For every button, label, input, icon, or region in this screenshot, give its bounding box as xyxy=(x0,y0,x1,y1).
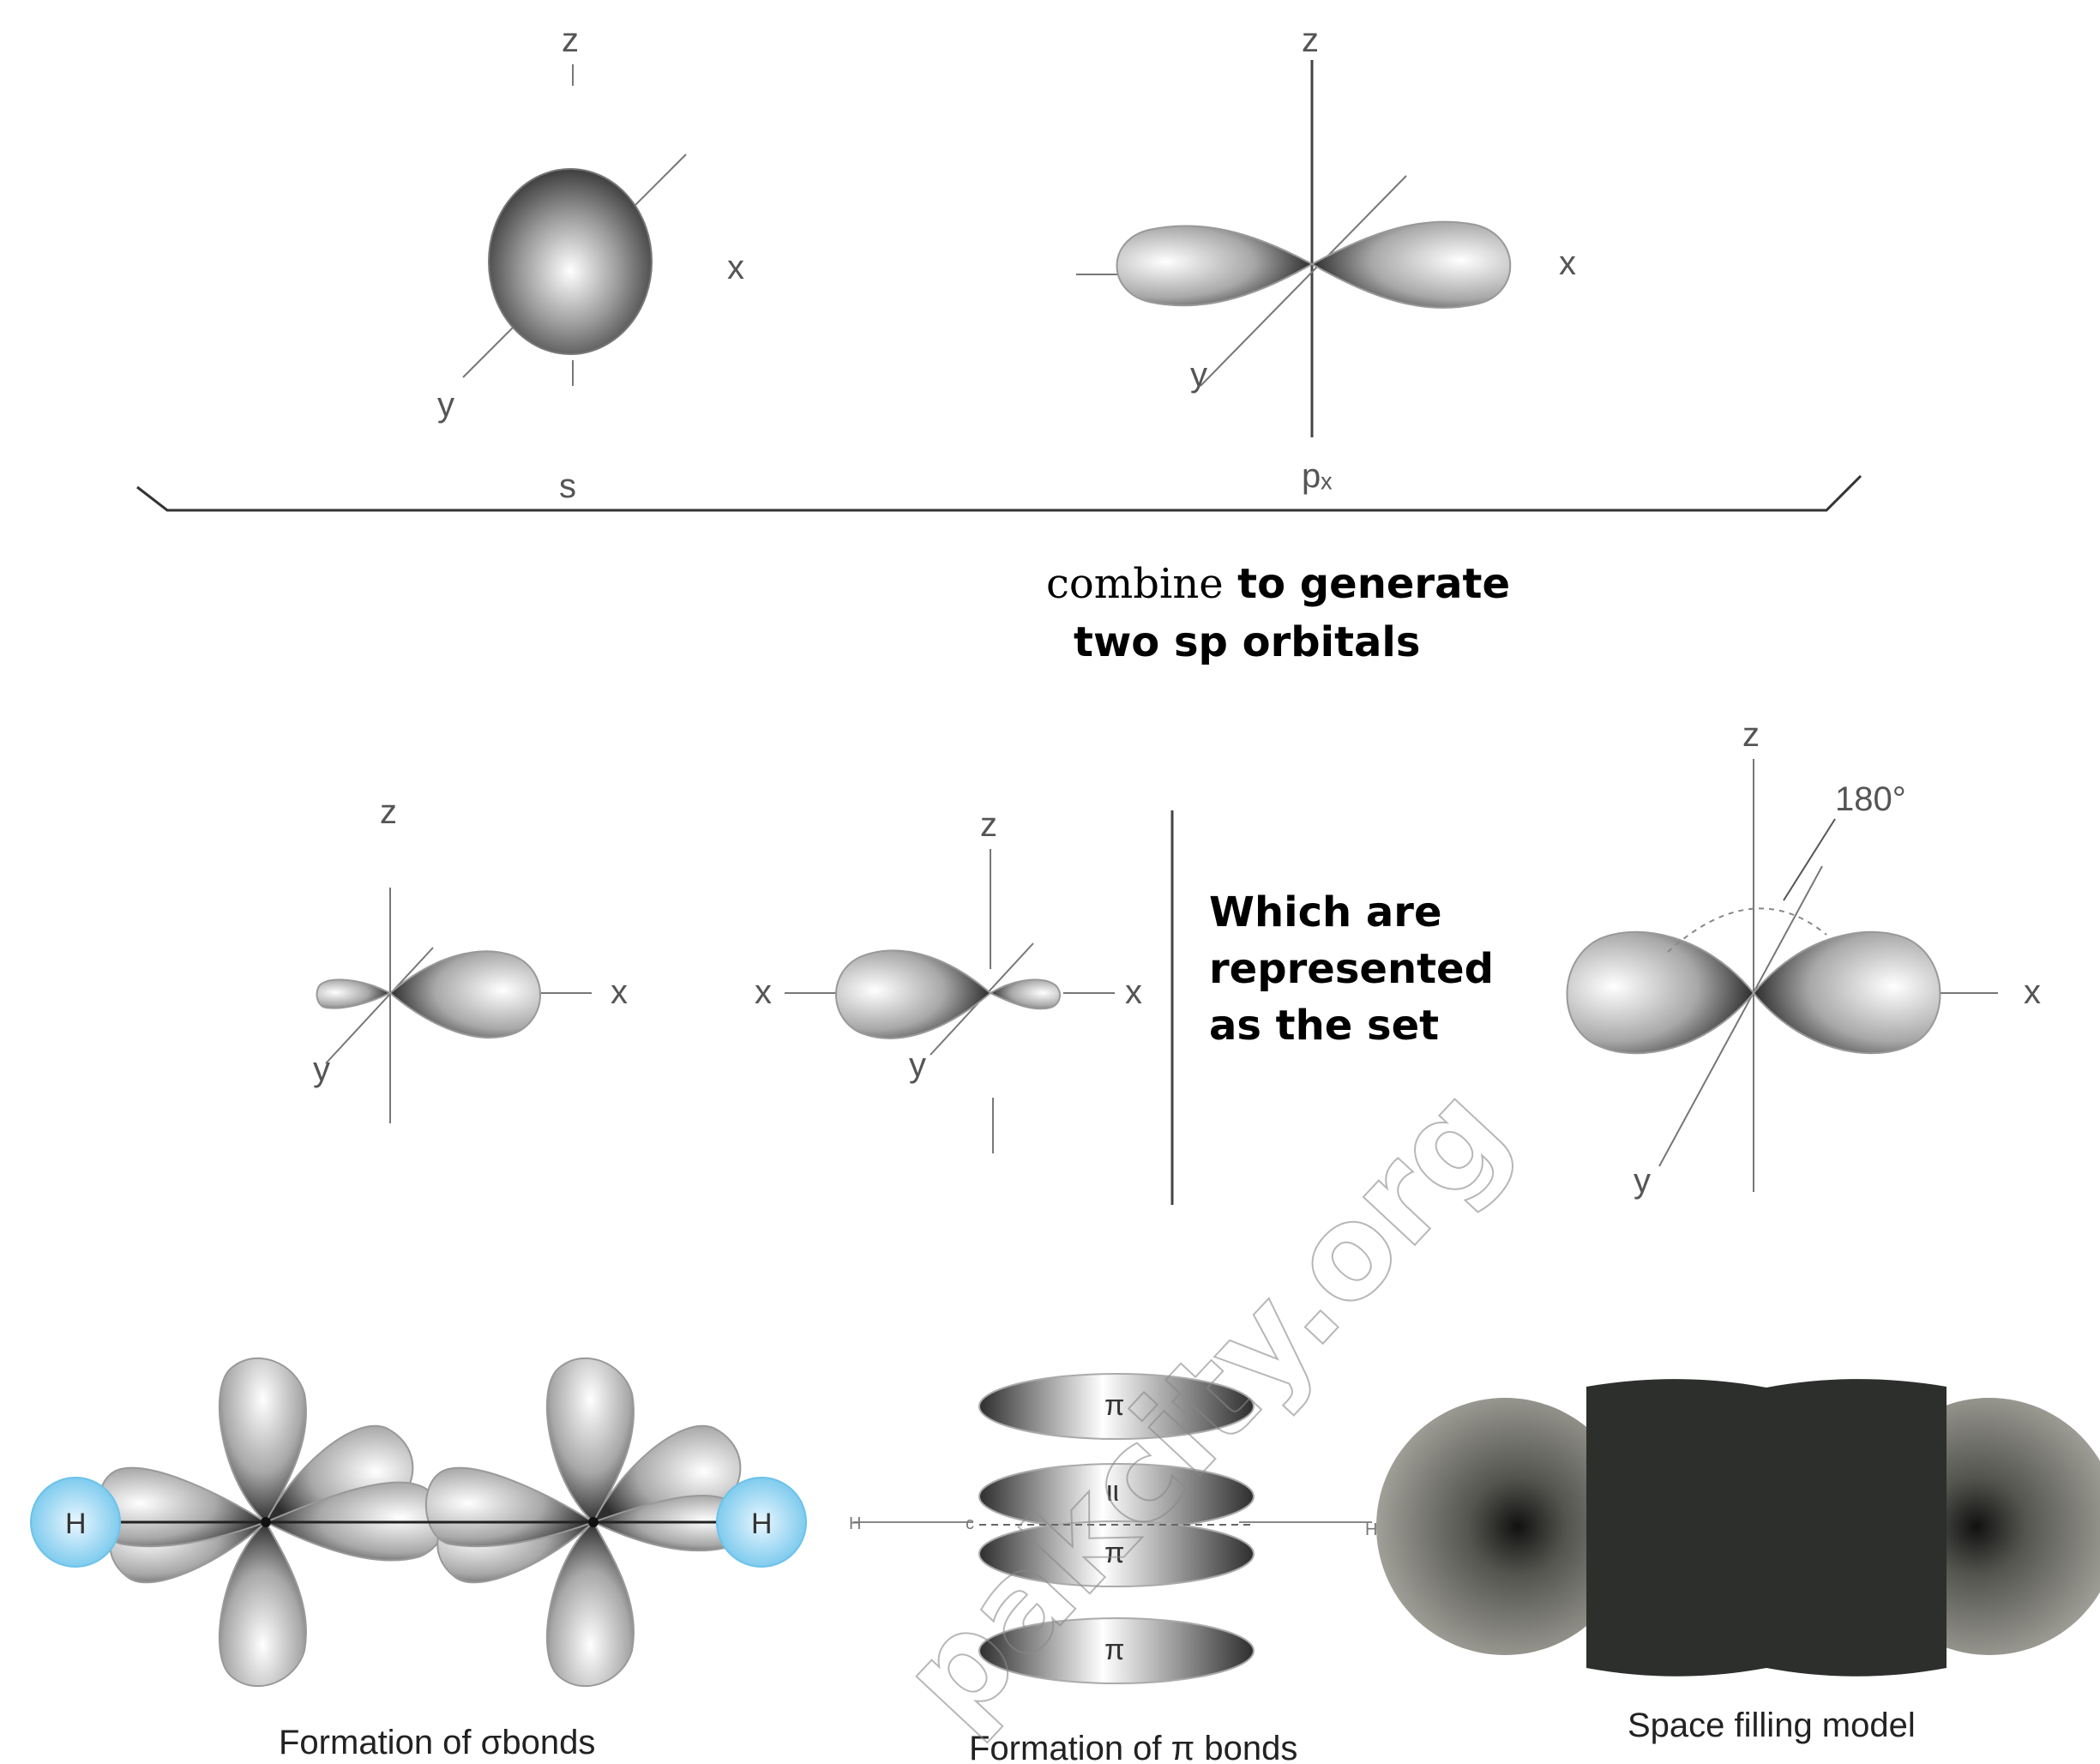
pi-left-hydrogen-label: H xyxy=(849,1514,861,1533)
left-hydrogen-label: H xyxy=(65,1508,87,1540)
s-y-label: y xyxy=(437,386,454,424)
represented-line2: represented xyxy=(1209,945,1494,993)
s-orbital-sphere xyxy=(489,169,652,354)
space-carbon-core xyxy=(1586,1379,1947,1677)
s-orbital-label: s xyxy=(559,467,576,505)
sp2-x-right-label: x xyxy=(1125,973,1142,1011)
p-z-label: z xyxy=(1302,21,1319,59)
p-y-label: y xyxy=(1190,356,1207,394)
combine-line2: two sp orbitals xyxy=(1074,618,1420,666)
sp2-large-lobe xyxy=(836,950,990,1038)
set-z-label: z xyxy=(1742,716,1760,754)
sigma-caption: Formation of σbonds xyxy=(279,1724,595,1761)
p-orbital-label: pₓ xyxy=(1302,457,1333,495)
right-hydrogen-label: H xyxy=(751,1508,773,1540)
represented-line3: as the set xyxy=(1209,1002,1439,1050)
set-right-lobe xyxy=(1754,932,1941,1053)
p-x-label: x xyxy=(1559,244,1576,282)
set-left-lobe xyxy=(1567,932,1754,1053)
sp-orbital-left-figure: z x x y xyxy=(755,806,1142,1153)
sp-orbital-right-figure: z x y xyxy=(313,793,628,1123)
sp2-small-lobe xyxy=(990,979,1060,1008)
set-y-label: y xyxy=(1634,1162,1651,1200)
sp1-small-lobe xyxy=(317,979,390,1008)
sp2-z-label: z xyxy=(980,806,997,844)
angle-label: 180° xyxy=(1835,780,1906,818)
pi-right-hydrogen-label: H xyxy=(1365,1520,1377,1539)
space-filling-model: Space filling model xyxy=(1376,1379,2100,1744)
represented-line1: Which are xyxy=(1209,888,1442,936)
sp2-y-label: y xyxy=(909,1046,926,1084)
set-x-label: x xyxy=(2024,973,2041,1011)
combine-bracket xyxy=(137,476,1861,510)
represented-text: Which are represented as the set xyxy=(1209,888,1494,1050)
pi-label-4: π xyxy=(1104,1634,1124,1666)
sp1-y-label: y xyxy=(313,1051,330,1088)
right-carbon-nucleus xyxy=(588,1517,599,1527)
sp1-large-lobe xyxy=(390,951,540,1038)
sp2-x-left-label: x xyxy=(755,973,772,1011)
s-orbital-figure: z x y s xyxy=(437,21,744,505)
sp1-x-label: x xyxy=(611,973,628,1011)
p-orbital-left-lobe xyxy=(1117,226,1313,305)
p-orbital-right-lobe xyxy=(1312,222,1510,308)
p-orbital-figure: z x y pₓ xyxy=(1076,21,1576,495)
left-carbon-nucleus xyxy=(261,1517,271,1527)
s-z-label: z xyxy=(562,21,579,59)
sp1-z-label: z xyxy=(380,793,397,831)
sp-set-figure: z x y 180° xyxy=(1567,716,2042,1200)
sigma-bond-figure: H H Formation of σbonds xyxy=(31,1358,806,1761)
pi-carbon-label: c xyxy=(966,1514,974,1533)
combine-word: combine xyxy=(1046,560,1224,608)
svg-text:combine to generate: combine to generate xyxy=(1046,560,1510,608)
pi-caption: Formation of π bonds xyxy=(969,1730,1297,1764)
space-caption: Space filling model xyxy=(1628,1707,1916,1744)
combine-rest: to generate xyxy=(1237,560,1510,608)
s-x-label: x xyxy=(727,249,744,286)
combine-text: combine to generate two sp orbitals xyxy=(1046,560,1510,666)
